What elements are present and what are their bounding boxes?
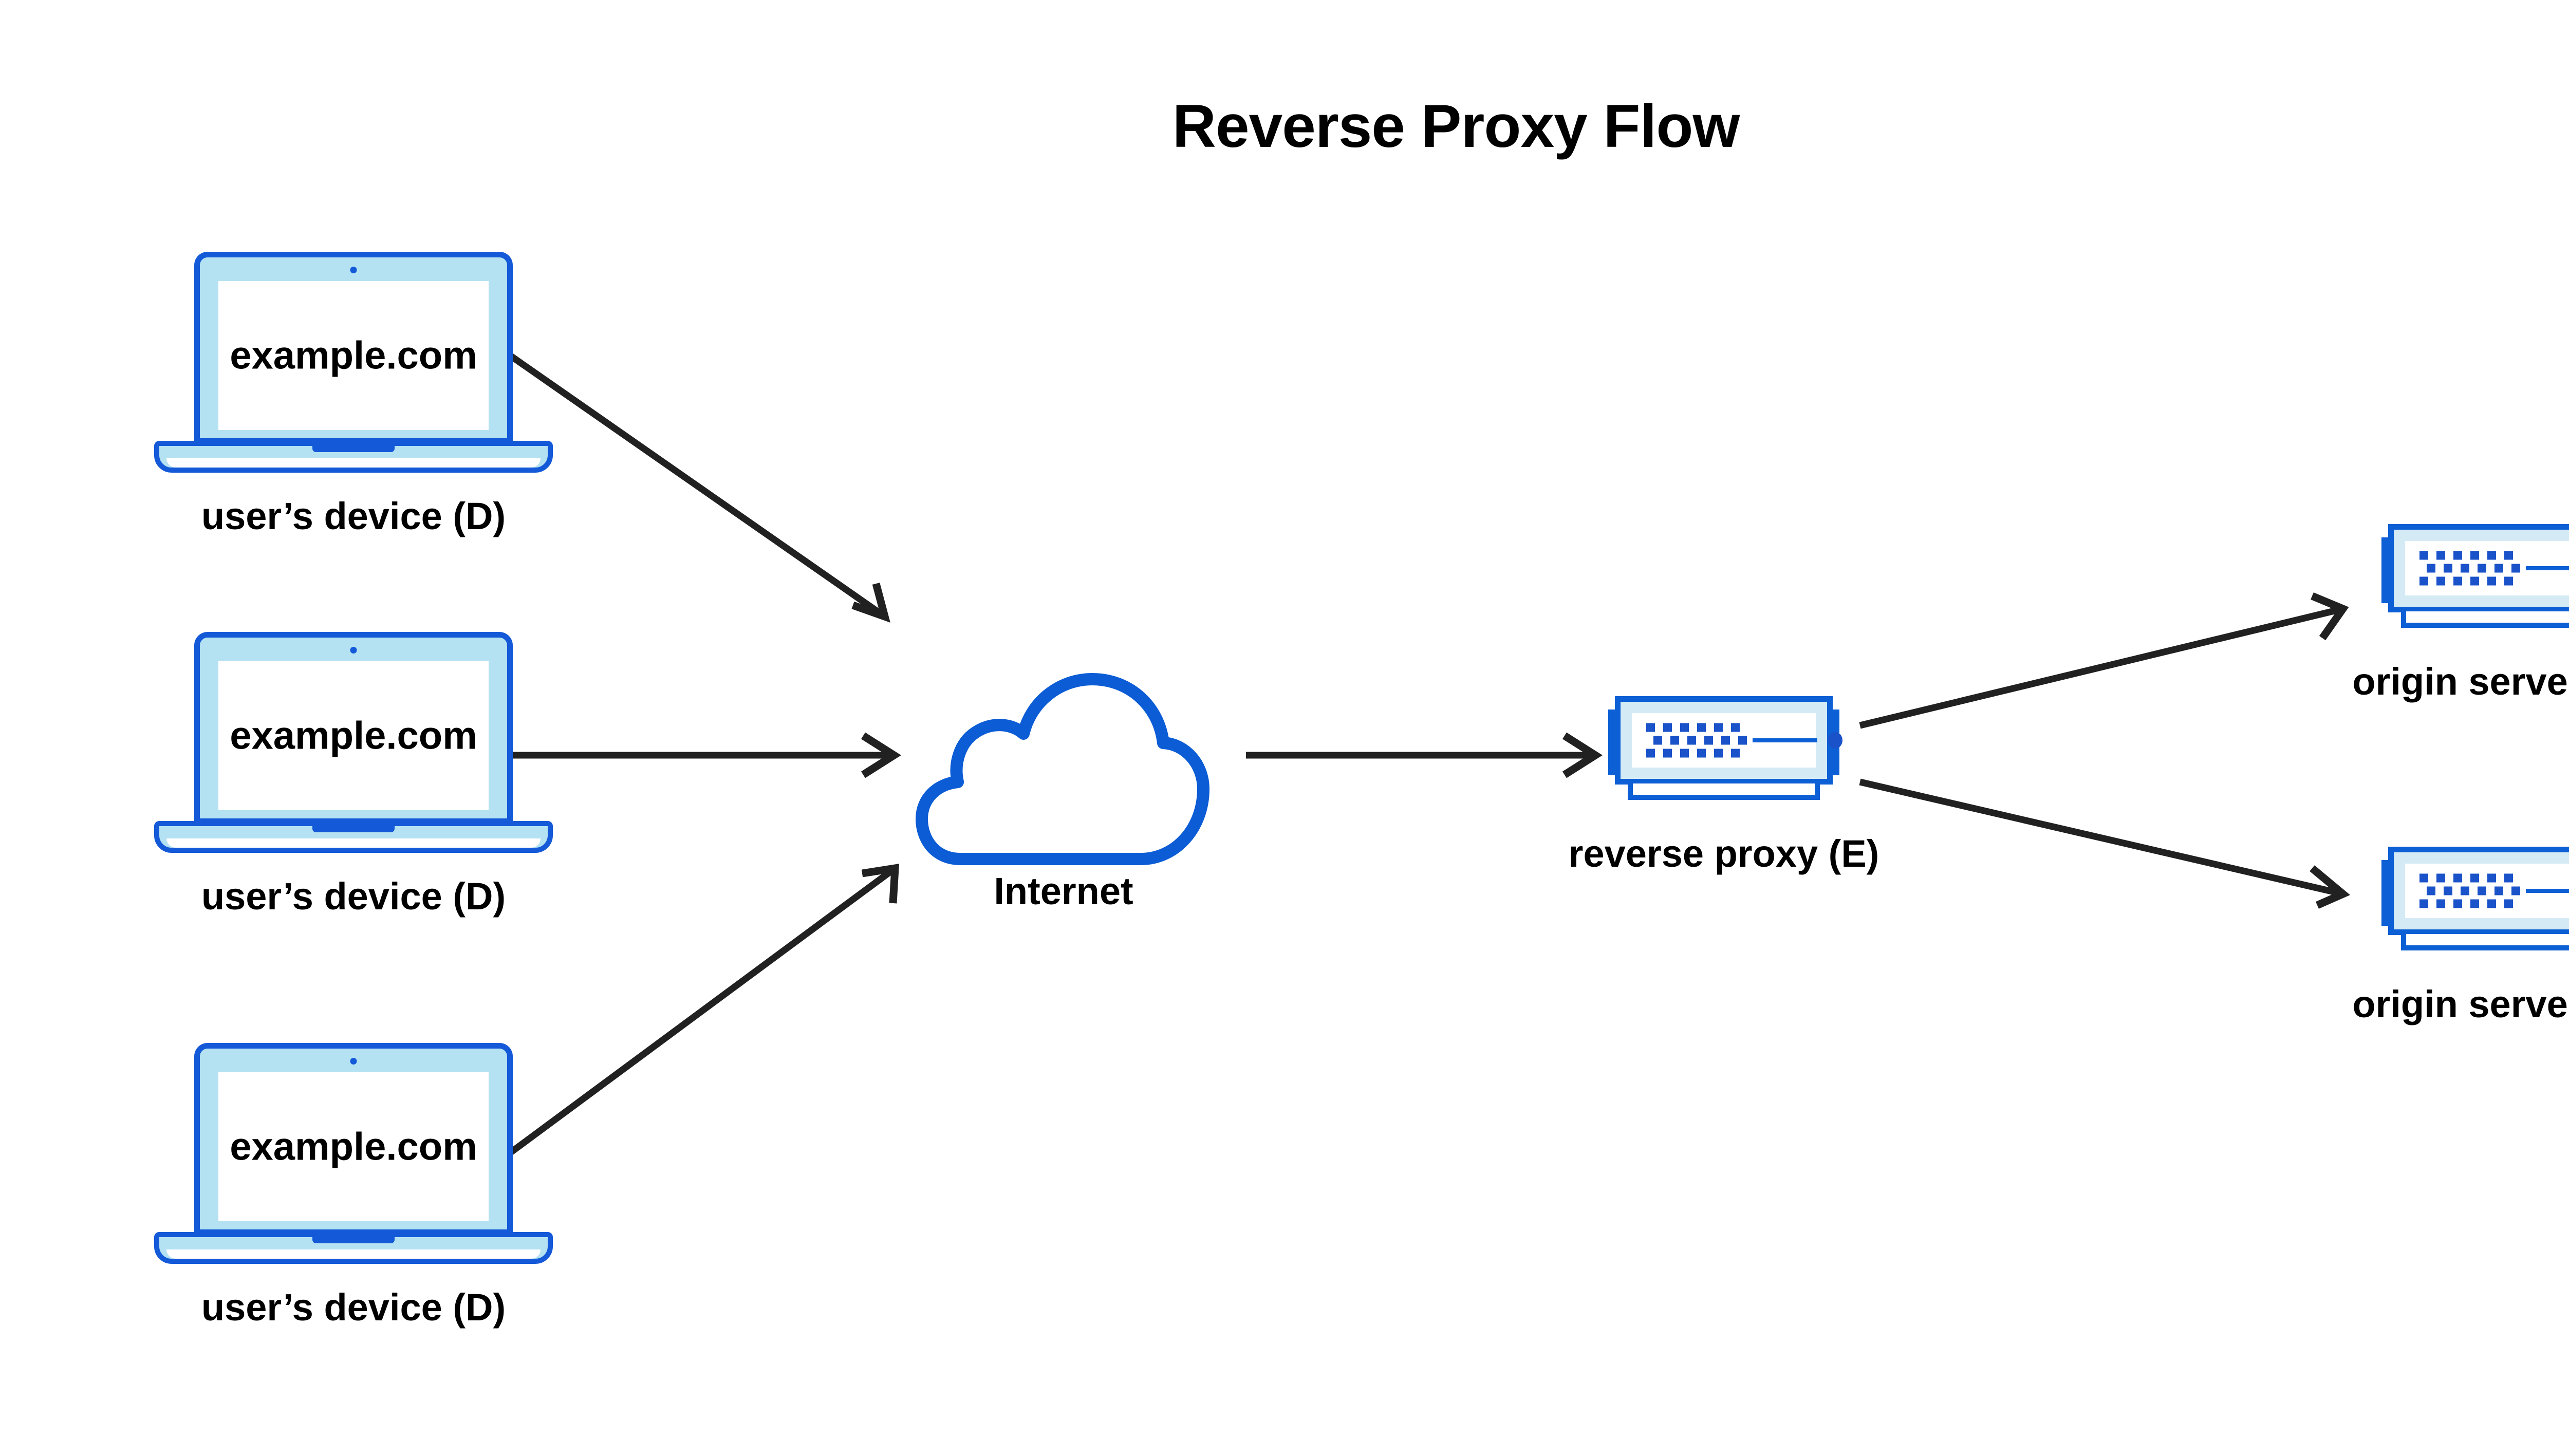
server-body [1615, 696, 1842, 785]
led-row [2419, 551, 2520, 560]
led-row [1653, 736, 1747, 745]
laptop-base-lip [166, 458, 541, 468]
server-icon [2381, 847, 2569, 950]
server-front-panel [2405, 864, 2569, 918]
server-front-panel [1632, 713, 1842, 768]
connector-proxy-to-origin1 [1859, 592, 2349, 729]
screen-url-text: example.com [230, 333, 477, 378]
node-internet[interactable]: Internet [915, 642, 1223, 940]
server-icon [2381, 524, 2569, 628]
page-title: Reverse Proxy Flow [1172, 92, 1740, 160]
laptop-screen: example.com [218, 281, 489, 430]
connector-proxy-to-origin2 [1859, 778, 2351, 909]
server-led-grid [2419, 551, 2520, 586]
node-label-internet: Internet [994, 870, 1133, 912]
camera-dot-icon [350, 647, 357, 654]
connector-device2-to-internet [506, 732, 902, 778]
node-label-user-device-1: user’s device (D) [201, 495, 506, 537]
led-row [1646, 723, 1747, 732]
node-user-device-1[interactable]: example.com user’s device (D) [154, 252, 553, 560]
connector-device1-to-internet [507, 351, 890, 623]
server-shelf [2401, 934, 2569, 950]
connector-internet-to-proxy [1246, 732, 1603, 778]
laptop-base [154, 441, 553, 473]
laptop-icon: example.com [154, 632, 553, 858]
led-row [2427, 564, 2520, 573]
screen-url-text: example.com [230, 714, 477, 758]
led-row [2419, 873, 2520, 883]
node-origin-server-2[interactable]: origin server (F) [2352, 847, 2569, 1023]
trackpad-notch [312, 826, 395, 832]
server-status-line [2526, 566, 2569, 570]
led-row [1646, 749, 1747, 758]
server-power-indicator [1828, 732, 1842, 749]
server-front-panel [2405, 541, 2569, 595]
laptop-base [154, 821, 553, 853]
server-status-line [1753, 738, 1817, 742]
server-led-grid [1646, 723, 1747, 758]
server-status-line [2526, 889, 2569, 893]
laptop-screen: example.com [218, 1072, 489, 1221]
led-row [2419, 899, 2520, 908]
screen-url-text: example.com [230, 1125, 477, 1169]
laptop-base-lip [166, 838, 541, 848]
laptop-base-lip [166, 1249, 541, 1259]
trackpad-notch [312, 1237, 395, 1243]
cloud-icon [916, 673, 1209, 865]
camera-dot-icon [350, 267, 357, 273]
laptop-lid: example.com [194, 1043, 513, 1235]
node-label-user-device-2: user’s device (D) [201, 875, 506, 918]
laptop-icon: example.com [154, 1043, 553, 1269]
server-body [2388, 847, 2569, 935]
node-origin-server-1[interactable]: origin server (F) [2352, 524, 2569, 701]
node-label-origin-server-1: origin server (F) [2352, 660, 2569, 703]
node-user-device-3[interactable]: example.com user’s device (D) [154, 1043, 553, 1351]
laptop-screen: example.com [218, 661, 489, 810]
server-shelf [1628, 783, 1820, 800]
trackpad-notch [312, 445, 395, 452]
node-reverse-proxy[interactable]: reverse proxy (E) [1569, 696, 1879, 873]
laptop-icon: example.com [154, 252, 553, 478]
laptop-lid: example.com [194, 252, 513, 444]
node-label-origin-server-2: origin server (F) [2352, 983, 2569, 1025]
laptop-base [154, 1232, 553, 1264]
server-body [2388, 524, 2569, 612]
camera-dot-icon [350, 1058, 357, 1065]
led-row [2427, 886, 2520, 895]
node-user-device-2[interactable]: example.com user’s device (D) [154, 632, 553, 940]
node-label-user-device-3: user’s device (D) [201, 1286, 506, 1329]
server-icon [1608, 696, 1842, 800]
laptop-lid: example.com [194, 632, 513, 824]
server-led-grid [2419, 873, 2520, 908]
led-row [2419, 576, 2520, 586]
node-label-reverse-proxy: reverse proxy (E) [1568, 832, 1879, 875]
connector-device3-to-internet [507, 864, 900, 1157]
server-shelf [2401, 611, 2569, 628]
